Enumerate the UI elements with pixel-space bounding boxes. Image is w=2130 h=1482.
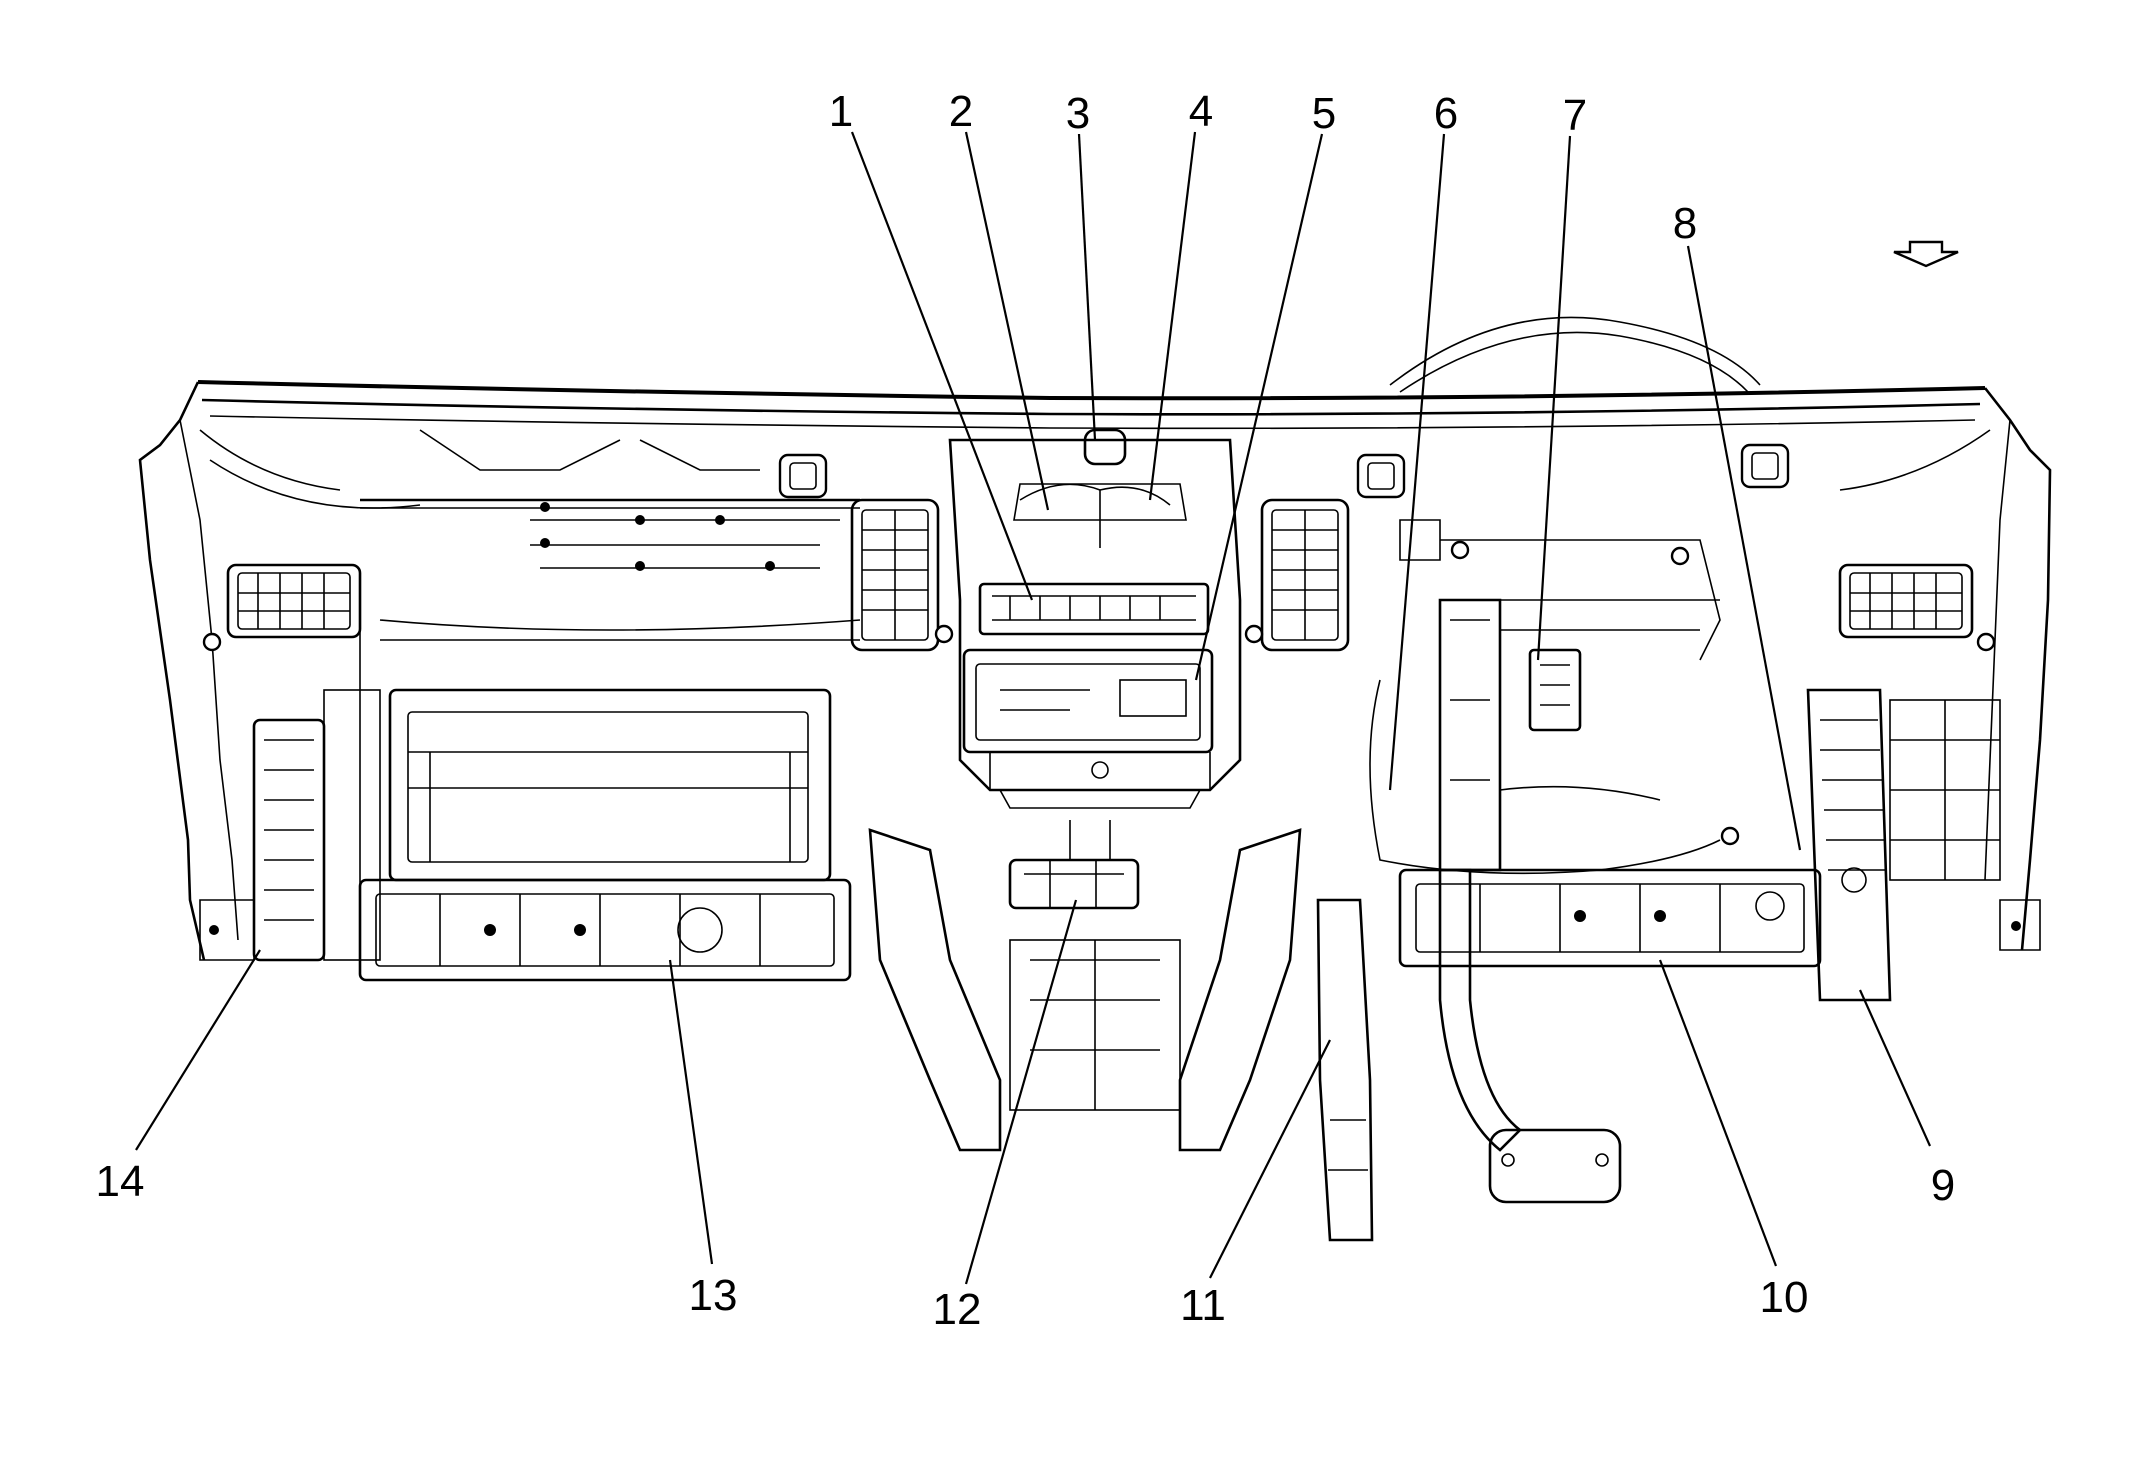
callout-8: 8 <box>1673 199 1697 248</box>
leader-3 <box>1077 133 1097 441</box>
leader-10 <box>1658 959 1778 1267</box>
callout-9: 9 <box>1931 1161 1955 1210</box>
callout-7: 7 <box>1563 91 1587 140</box>
leader-1 <box>850 131 1034 601</box>
callout-14: 14 <box>96 1157 145 1206</box>
instrument-panel-drawing <box>138 316 2052 1242</box>
callout-2: 2 <box>949 87 973 136</box>
callout-12: 12 <box>933 1285 982 1334</box>
arrow-down-icon <box>1893 240 1959 268</box>
callout-3: 3 <box>1066 89 1090 138</box>
leader-8 <box>1686 245 1802 851</box>
callout-11: 11 <box>1180 1281 1226 1330</box>
callout-10: 10 <box>1760 1273 1809 1322</box>
callout-1: 1 <box>829 87 853 136</box>
leader-5 <box>1194 133 1324 681</box>
leader-12 <box>964 899 1078 1285</box>
callout-6: 6 <box>1434 89 1458 138</box>
leader-6 <box>1388 133 1446 791</box>
callout-leaders <box>135 131 1932 1285</box>
callout-labels: 1 2 3 4 5 6 7 8 9 10 11 12 13 14 <box>96 87 1956 1334</box>
callout-5: 5 <box>1312 89 1336 138</box>
leader-11 <box>1209 1039 1331 1279</box>
callout-4: 4 <box>1189 87 1213 136</box>
callout-13: 13 <box>689 1271 738 1320</box>
leader-13 <box>668 959 714 1265</box>
leader-2 <box>964 131 1050 511</box>
leader-14 <box>135 949 261 1151</box>
leader-4 <box>1148 131 1197 501</box>
leader-9 <box>1858 989 1932 1147</box>
leader-7 <box>1536 135 1572 661</box>
